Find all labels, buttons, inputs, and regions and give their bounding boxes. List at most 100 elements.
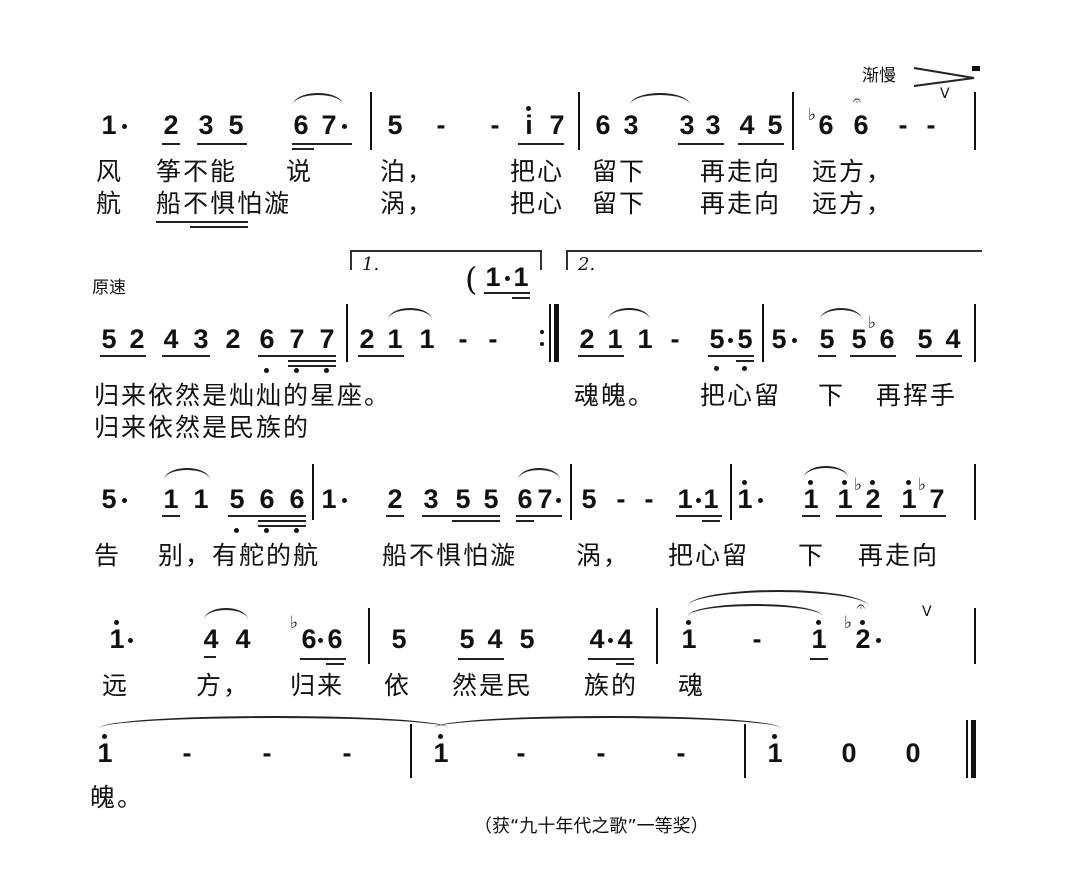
note: 2 bbox=[225, 324, 241, 354]
lyric: 然是民 bbox=[452, 671, 534, 700]
barline bbox=[578, 92, 580, 150]
high-octave-dot bbox=[102, 734, 107, 739]
breath-mark-icon: V bbox=[940, 86, 950, 102]
note: 3 bbox=[623, 110, 639, 140]
augmentation-dot bbox=[342, 124, 347, 129]
lyric: 依 bbox=[384, 671, 412, 700]
note: 1 bbox=[419, 324, 435, 354]
underline bbox=[516, 515, 562, 517]
underline bbox=[738, 143, 784, 145]
note-high-octave: 1 bbox=[678, 620, 700, 654]
underline bbox=[588, 658, 634, 660]
augmentation-dot bbox=[342, 498, 347, 503]
note: 5 bbox=[917, 324, 933, 354]
underline bbox=[516, 520, 534, 522]
note: 2 bbox=[163, 110, 179, 140]
lyric: 魄。 bbox=[90, 783, 145, 812]
dash: - bbox=[676, 738, 686, 768]
slur bbox=[804, 466, 848, 478]
augmentation-dot bbox=[318, 638, 323, 643]
note: 6 bbox=[293, 110, 309, 140]
note: 4 bbox=[739, 110, 755, 140]
lyric: 再挥手 bbox=[876, 381, 958, 410]
note: 6 bbox=[301, 624, 317, 654]
volta-bracket-2 bbox=[566, 250, 982, 270]
underline bbox=[422, 515, 500, 517]
underline bbox=[326, 663, 344, 665]
note: 2 bbox=[579, 324, 595, 354]
barline bbox=[368, 608, 370, 664]
note: 5 bbox=[851, 324, 867, 354]
note-high-octave: 1 bbox=[94, 734, 116, 768]
note-digit: 1 bbox=[901, 484, 917, 514]
lyric: 下 bbox=[818, 381, 846, 410]
lyric: 把心 bbox=[510, 189, 565, 218]
note: 5 bbox=[387, 110, 403, 140]
note: 5 bbox=[709, 324, 725, 354]
augmentation-dot bbox=[122, 498, 127, 503]
barline bbox=[346, 304, 348, 362]
note: 1 bbox=[703, 484, 719, 514]
lyric: 方， bbox=[196, 671, 251, 700]
tie bbox=[100, 716, 448, 728]
underline bbox=[484, 292, 530, 294]
lyric: 把心 bbox=[510, 157, 565, 186]
underline bbox=[162, 515, 180, 517]
note: 5 bbox=[101, 324, 117, 354]
note: 4 bbox=[589, 624, 605, 654]
lyric: 把心留 bbox=[668, 541, 750, 570]
note: 5 bbox=[767, 110, 783, 140]
breath-mark-icon: V bbox=[922, 604, 932, 620]
note-high-octave: 2 bbox=[862, 480, 884, 514]
underline bbox=[916, 355, 962, 357]
augmentation-dot bbox=[696, 498, 701, 503]
high-octave-dot bbox=[772, 734, 777, 739]
a-tempo-marking: 原速 bbox=[92, 278, 126, 298]
high-octave-dot bbox=[686, 620, 691, 625]
low-octave-dot bbox=[264, 368, 269, 373]
augmentation-dot bbox=[728, 338, 733, 343]
slur bbox=[630, 93, 690, 105]
barline bbox=[730, 464, 732, 520]
flat-sign-icon: ♭ bbox=[868, 313, 877, 333]
ritardando-marking: 渐慢 bbox=[862, 66, 896, 86]
note: 5 bbox=[228, 110, 244, 140]
dash: - bbox=[458, 324, 468, 354]
dash: - bbox=[182, 738, 192, 768]
note-digit: 2 bbox=[865, 484, 881, 514]
note: 1 bbox=[321, 484, 337, 514]
note: 1 bbox=[513, 262, 529, 292]
augmentation-dot bbox=[505, 276, 510, 281]
note: 4 bbox=[235, 624, 251, 654]
note: 1 bbox=[193, 484, 209, 514]
note-high-octave: 1 bbox=[106, 620, 128, 654]
award-caption: （获“九十年代之歌”一等奖） bbox=[474, 816, 709, 837]
underline bbox=[512, 297, 530, 299]
note: 1 bbox=[607, 324, 623, 354]
underline bbox=[518, 143, 564, 145]
note: 1 bbox=[485, 262, 501, 292]
note: 3 bbox=[679, 110, 695, 140]
barline bbox=[744, 724, 746, 778]
high-octave-dot bbox=[842, 480, 847, 485]
note-high-octave: i bbox=[518, 106, 540, 140]
lyric: 船不惧怕漩 bbox=[156, 189, 292, 218]
high-octave-dot bbox=[816, 620, 821, 625]
underline bbox=[258, 525, 306, 527]
note: 5 bbox=[771, 324, 787, 354]
lyric: 再走向 bbox=[700, 157, 782, 186]
high-octave-dot bbox=[906, 480, 911, 485]
underline bbox=[900, 515, 946, 517]
lyric: 魂魄。 bbox=[574, 381, 656, 410]
underline bbox=[228, 515, 306, 517]
underline bbox=[292, 148, 314, 150]
lyric: 魂 bbox=[678, 671, 706, 700]
note: 5 bbox=[581, 484, 597, 514]
dash: - bbox=[262, 738, 272, 768]
underline bbox=[386, 515, 404, 517]
note-high-octave: 1 bbox=[430, 734, 452, 768]
dash: - bbox=[490, 110, 500, 140]
high-octave-dot bbox=[114, 620, 119, 625]
dash: - bbox=[926, 110, 936, 140]
slur bbox=[164, 468, 210, 480]
